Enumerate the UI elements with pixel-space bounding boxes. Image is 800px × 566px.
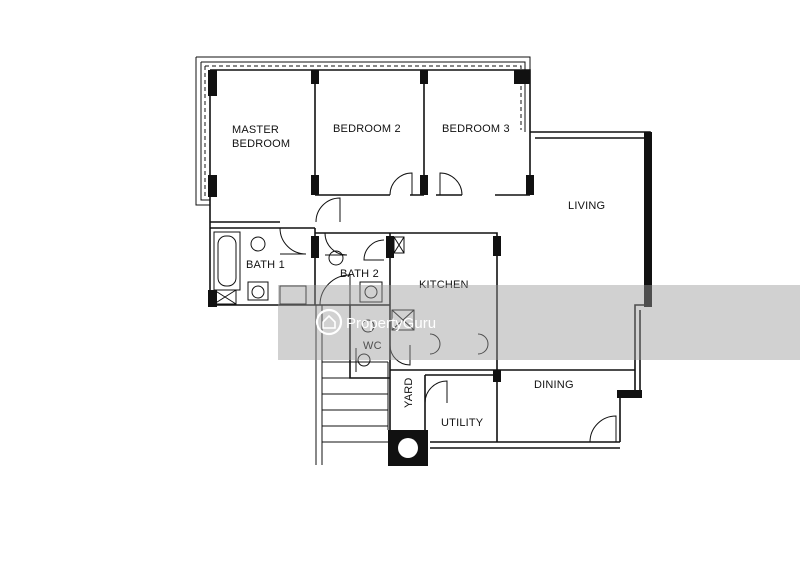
propertyguru-logo-icon (315, 308, 343, 336)
walls (195, 56, 652, 466)
watermark: PropertyGuru (278, 285, 800, 360)
label-bedroom-3: BEDROOM 3 (442, 123, 510, 135)
label-living: LIVING (568, 200, 605, 212)
label-yard: YARD (403, 377, 415, 408)
doors (279, 172, 617, 443)
room-labels: MASTER BEDROOM BEDROOM 2 BEDROOM 3 LIVIN… (232, 123, 605, 429)
label-dining: DINING (534, 379, 574, 391)
label-bath-1: BATH 1 (246, 259, 285, 271)
watermark-band (278, 285, 800, 360)
label-bath-2: BATH 2 (340, 268, 379, 280)
label-master-bedroom-line2: BEDROOM (232, 138, 290, 150)
label-master-bedroom-line1: MASTER (232, 124, 279, 136)
watermark-brand: PropertyGuru (346, 315, 436, 332)
label-utility: UTILITY (441, 417, 484, 429)
label-bedroom-2: BEDROOM 2 (333, 123, 401, 135)
fixtures (213, 231, 415, 372)
label-kitchen: KITCHEN (419, 279, 469, 291)
label-wc: WC (363, 340, 382, 352)
